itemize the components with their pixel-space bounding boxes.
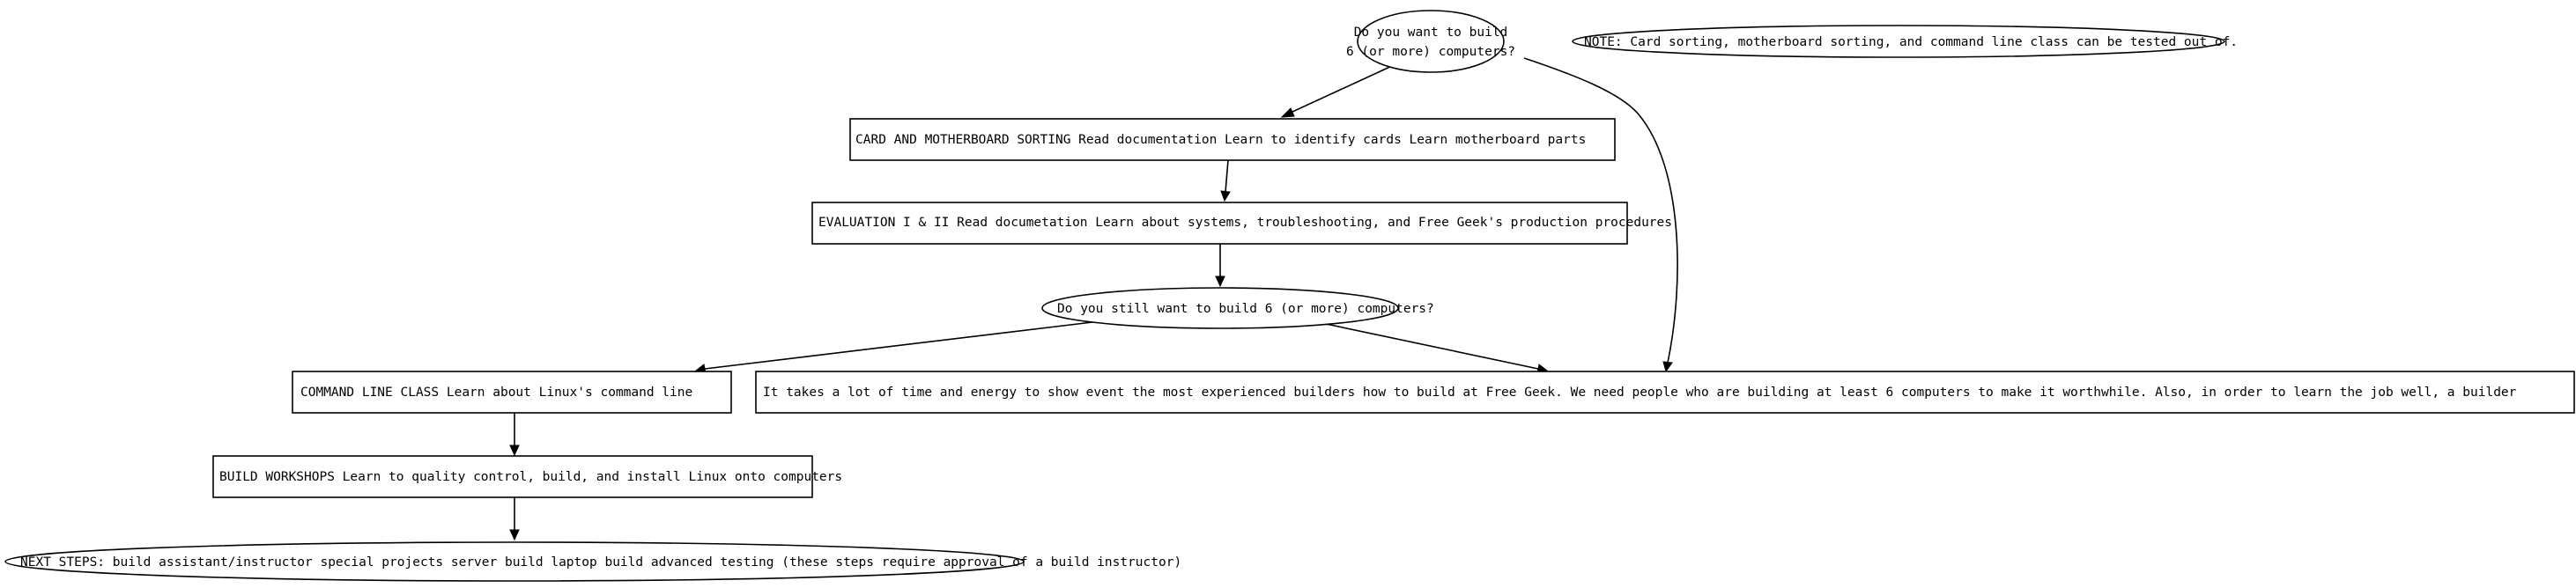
edge-q-still-build-to-command-line [704, 321, 1093, 370]
evaluation-box [811, 202, 1628, 245]
note-text: NOTE: Card sorting, motherboard sorting,… [1584, 35, 2238, 49]
arrowhead-q-still-build [1215, 276, 1225, 288]
next-steps-shape [4, 541, 1025, 582]
edge-q-build-six-to-card-sorting [1292, 64, 1395, 113]
decision-still-build-text: Do you still want to build 6 (or more) c… [1057, 302, 1434, 316]
explanation-box [755, 371, 2575, 414]
decision-build-six: Do you want to build 6 (or more) compute… [1346, 10, 1515, 73]
explanation-node: It takes a lot of time and energy to sho… [755, 371, 2575, 414]
build-workshops-node: BUILD WORKSHOPS Learn to quality control… [212, 455, 842, 498]
command-line-text: COMMAND LINE CLASS Learn about Linux's c… [300, 386, 692, 400]
arrowhead-next-steps [509, 529, 520, 541]
evaluation-text: EVALUATION I & II Read documetation Lear… [818, 216, 1672, 230]
edges [509, 57, 1678, 541]
next-steps-node: NEXT STEPS: build assistant/instructor s… [4, 541, 1181, 582]
decision-still-build-shape [1041, 287, 1399, 329]
edge-q-build-six-to-explanation [1523, 57, 1678, 364]
note-node: NOTE: Card sorting, motherboard sorting,… [1572, 25, 2238, 58]
decision-build-six-line-1: Do you want to build [1354, 26, 1508, 40]
decision-still-build: Do you still want to build 6 (or more) c… [1041, 287, 1434, 329]
note-shape [1572, 25, 2225, 58]
build-workshops-box [212, 455, 813, 498]
arrowhead-explanation-right [1662, 361, 1673, 373]
card-sorting-box [849, 118, 1616, 161]
build-workshops-text: BUILD WORKSHOPS Learn to quality control… [219, 470, 842, 484]
command-line-node: COMMAND LINE CLASS Learn about Linux's c… [292, 371, 732, 414]
decision-build-six-shape [1357, 10, 1505, 73]
edge-card-sorting-to-evaluation [1225, 159, 1229, 193]
arrowhead-build-workshops [509, 445, 520, 457]
arrowhead-evaluation [1220, 190, 1231, 202]
next-steps-text: NEXT STEPS: build assistant/instructor s… [20, 555, 1181, 570]
explanation-text: It takes a lot of time and energy to sho… [763, 386, 2517, 400]
card-sorting-text: CARD AND MOTHERBOARD SORTING Read docume… [855, 133, 1586, 147]
edge-q-still-build-to-explanation [1325, 323, 1539, 370]
evaluation-node: EVALUATION I & II Read documetation Lear… [811, 202, 1672, 245]
decision-build-six-line-2: 6 (or more) computers? [1346, 45, 1515, 59]
card-sorting-node: CARD AND MOTHERBOARD SORTING Read docume… [849, 118, 1616, 161]
command-line-box [292, 371, 732, 414]
arrowhead-card-sorting [1280, 107, 1295, 118]
